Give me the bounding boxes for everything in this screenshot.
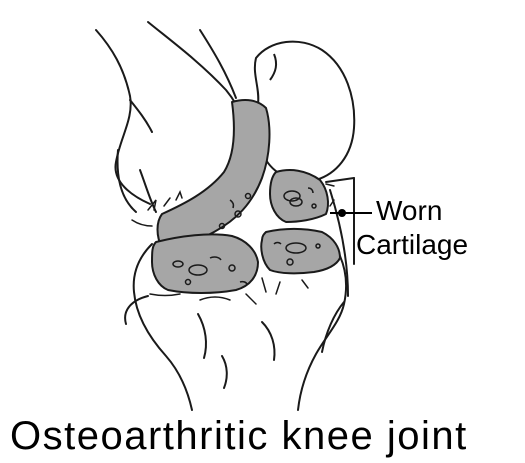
femoral-condyle bbox=[255, 42, 354, 181]
lateral-plateau-cartilage bbox=[261, 229, 340, 273]
annotation-label-cartilage: Cartilage bbox=[356, 230, 468, 260]
diagram-caption: Osteoarthritic knee joint bbox=[10, 412, 468, 460]
medial-plateau-cartilage bbox=[152, 234, 258, 293]
femoral-cartilage bbox=[158, 100, 270, 248]
annotation-label-worn: Worn bbox=[376, 196, 442, 226]
